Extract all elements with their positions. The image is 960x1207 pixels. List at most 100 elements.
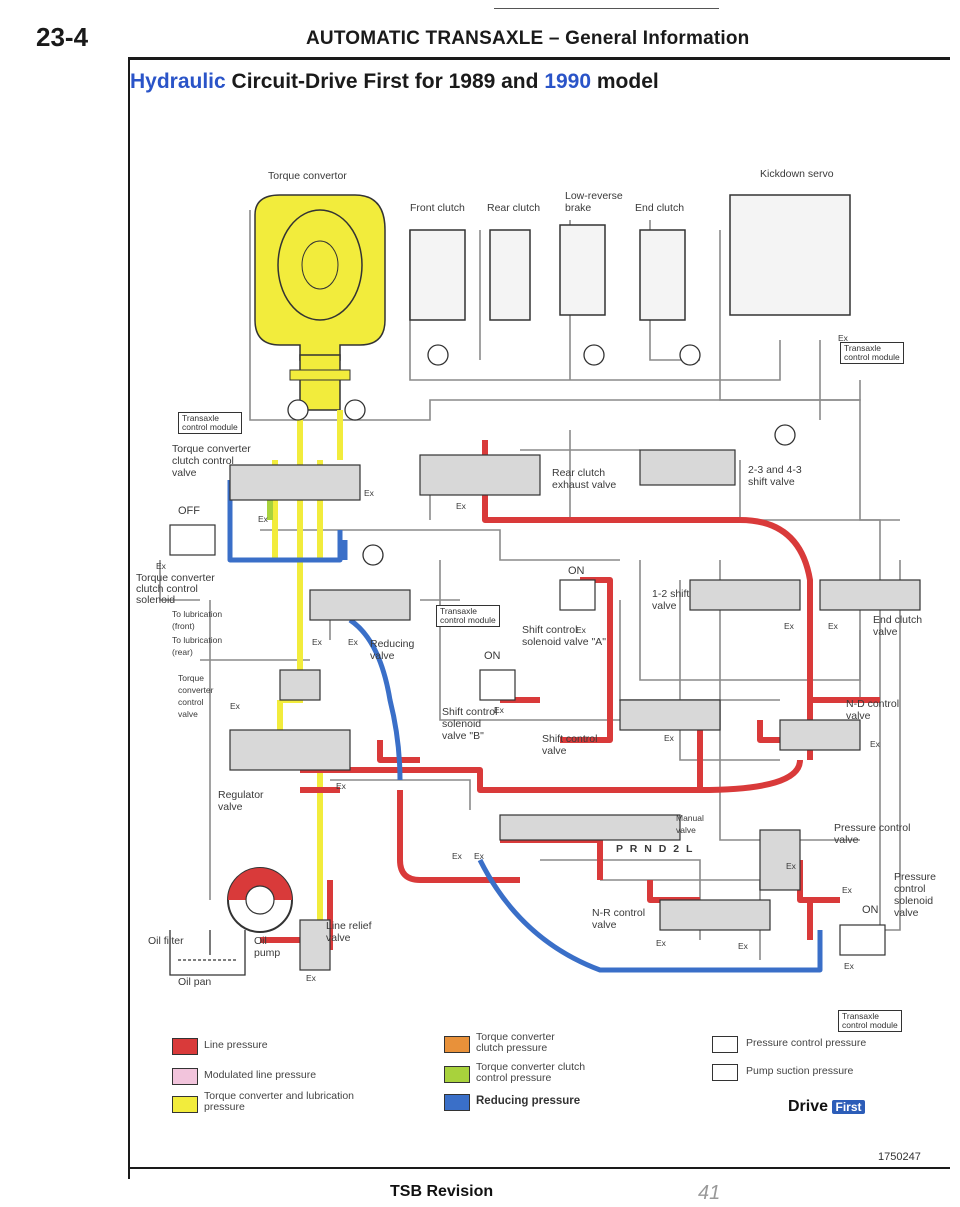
oil-pan — [169, 930, 246, 976]
low-reverse-brake-piston — [559, 224, 606, 316]
label-shift-23-43: 2-3 and 4-3 shift valve — [748, 464, 802, 488]
oil-pump — [227, 867, 293, 933]
legend-modulated-line: Modulated line pressure — [204, 1069, 317, 1081]
tcm-label: Transaxle control module — [844, 343, 900, 362]
label-ex: Ex — [576, 625, 586, 635]
legend-line-pressure: Line pressure — [204, 1039, 268, 1051]
legend-pressure-control: Pressure control pressure — [746, 1037, 867, 1049]
tcm-label: Transaxle control module — [440, 606, 496, 625]
label-oil-pump: Oil pump — [254, 935, 281, 959]
label-ex: Ex — [156, 561, 166, 571]
shift-control-valve-body — [619, 699, 721, 731]
top-rule — [494, 8, 719, 9]
label-kickdown-servo: Kickdown servo — [760, 168, 834, 180]
label-oil-filter: Oil filter — [148, 935, 184, 947]
shift-12-valve-body — [689, 579, 801, 611]
label-ex: Ex — [494, 705, 504, 715]
label-nr-control: N-R control valve — [592, 907, 646, 931]
tc-control-valve-body — [279, 669, 321, 701]
label-ex: Ex — [784, 621, 794, 631]
label-prnd: P R N D 2 L — [616, 843, 695, 855]
legend-swatch-reducing — [444, 1094, 470, 1111]
title-year: 1990 — [544, 70, 592, 93]
kickdown-servo-body — [729, 194, 851, 316]
legend-swatch-tcc-control — [444, 1066, 470, 1083]
label-ex: Ex — [456, 501, 466, 511]
section-title: Hydraulic Circuit-Drive First for 1989 a… — [130, 70, 659, 94]
label-ex: Ex — [474, 851, 484, 861]
label-reducing-valve: Reducing valve — [370, 638, 415, 662]
reducing-valve-body — [309, 589, 411, 621]
label-ex: Ex — [664, 733, 674, 743]
label-low-reverse: Low-reverse — [565, 190, 623, 202]
label-oil-pan: Oil pan — [178, 976, 212, 988]
pressure-gauges — [287, 344, 796, 566]
page-number: 23-4 — [36, 22, 89, 52]
rear-clutch-exhaust-valve-body — [419, 454, 541, 496]
legend-reducing: Reducing pressure — [476, 1095, 581, 1107]
label-regulator-valve: Regulator valve — [218, 789, 264, 813]
front-clutch-piston — [409, 229, 466, 321]
label-off: OFF — [178, 505, 200, 517]
tcm-box-top: Transaxle control module — [840, 342, 904, 364]
label-nd-control: N-D control valve — [846, 698, 900, 722]
title-text: Circuit-Drive First for 1989 and — [231, 70, 539, 93]
legend-pump-suction: Pump suction pressure — [746, 1065, 854, 1077]
shift-23-43-valve-body — [639, 449, 736, 486]
page-title: AUTOMATIC TRANSAXLE – General Informatio… — [306, 28, 750, 49]
label-ex: Ex — [452, 851, 462, 861]
end-clutch-valve-body — [819, 579, 921, 611]
label-shift-control-valve: Shift control valve — [542, 733, 598, 757]
tcm-box-left: Transaxle control module — [178, 412, 242, 434]
label-ex: Ex — [312, 637, 322, 647]
bottom-rule — [128, 1167, 950, 1169]
label-ex: Ex — [838, 333, 848, 343]
footer-page-mark: 41 — [698, 1182, 721, 1204]
tcc-control-valve-body — [229, 464, 361, 501]
shift-solenoid-a — [559, 579, 596, 611]
label-end-clutch-valve: End clutch valve — [873, 614, 923, 638]
label-on-p: ON — [862, 904, 879, 916]
nr-control-valve-body — [659, 899, 771, 931]
legend-tcc-control: Torque converter clutch control pressure — [476, 1061, 586, 1084]
torque-converter-yellow — [254, 194, 386, 411]
tcm-label: Transaxle control module — [842, 1011, 898, 1030]
end-clutch-piston — [639, 229, 686, 321]
tcm-label: Transaxle control module — [182, 413, 238, 432]
title-end: model — [596, 70, 659, 93]
label-ex: Ex — [364, 488, 374, 498]
label-tcc-solenoid-1: Torque converter — [136, 572, 215, 584]
label-ex: Ex — [230, 701, 240, 711]
line-relief-valve-body — [299, 919, 331, 971]
label-tcc-valve-1: Torque converter — [172, 443, 251, 455]
shift-solenoid-b — [479, 669, 516, 701]
label-ex: Ex — [306, 973, 316, 983]
left-margin-rule — [128, 57, 130, 1179]
label-shift-12: 1-2 shift valve — [652, 588, 690, 612]
label-ex: Ex — [828, 621, 838, 631]
label-ex: Ex — [786, 861, 796, 871]
label-tcc-solenoid-3: solenoid — [136, 594, 176, 606]
drive-first-badge: First — [832, 1100, 865, 1114]
legend-swatch-modulated-line — [172, 1068, 198, 1085]
label-lubrication-rear: To lubrication (rear) — [172, 635, 223, 657]
drive-indicator: Drive First — [788, 1098, 865, 1116]
solenoids — [169, 524, 886, 956]
label-shift-solenoid-b: Shift control solenoid valve "B" — [442, 706, 498, 742]
label-ex: Ex — [336, 781, 346, 791]
label-ex: Ex — [738, 941, 748, 951]
legend-swatch-pressure-control — [712, 1036, 738, 1053]
label-on-a: ON — [568, 565, 585, 577]
label-tcc-valve-3: valve — [172, 467, 197, 479]
label-pcs: Pressure control solenoid valve — [894, 871, 937, 919]
label-shift-solenoid-a: Shift control solenoid valve "A" — [522, 624, 606, 648]
label-ex: Ex — [656, 938, 666, 948]
label-ex: Ex — [258, 514, 268, 524]
label-line-relief: Line relief valve — [326, 920, 372, 944]
nd-control-valve-body — [779, 719, 861, 751]
label-front-clutch: Front clutch — [410, 202, 465, 214]
legend-tc-lube: Torque converter and lubrication pressur… — [204, 1090, 355, 1113]
rear-clutch-piston — [489, 229, 531, 321]
label-ex: Ex — [842, 885, 852, 895]
